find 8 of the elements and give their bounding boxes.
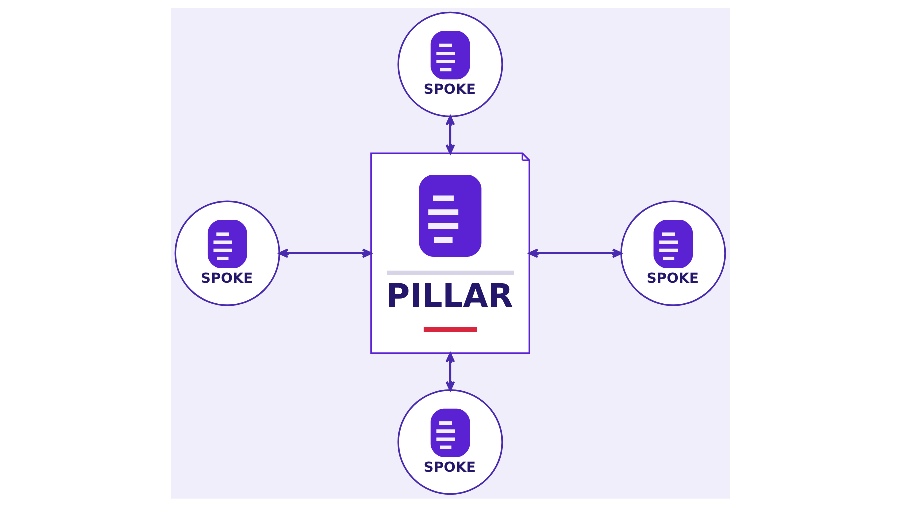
node-circle: SPOKE xyxy=(620,200,726,306)
arrow xyxy=(278,248,372,258)
node-circle: SPOKE xyxy=(174,200,280,306)
arrow xyxy=(445,116,455,154)
node-circle: SPOKE xyxy=(397,390,503,496)
node-circle: SPOKE xyxy=(397,12,503,118)
arrow xyxy=(445,352,455,392)
arrow xyxy=(528,248,622,258)
